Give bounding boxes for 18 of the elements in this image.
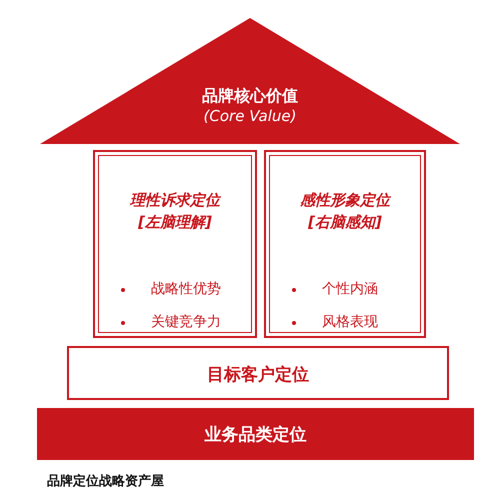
beam-box [67,346,449,400]
pillar-box [93,150,257,338]
pillar-heading: 感性形象定位 [300,191,390,210]
pillar-subheading: [右脑感知] [308,213,382,232]
roof-subtitle: (Core Value) [204,107,296,125]
caption: 品牌定位战略资产屋 [47,474,164,489]
beam-label: 目标客户定位 [207,364,309,386]
bullet-item: 个性内涵 [322,280,378,298]
roof-triangle [40,18,460,144]
bullet-item: 风格表现 [322,313,378,331]
pillar-heading: 理性诉求定位 [130,191,220,210]
bullet-item: 战略性优势 [151,280,221,298]
roof-title: 品牌核心价值 [202,86,298,107]
foundation-label: 业务品类定位 [204,424,306,446]
pillar-subheading: [左脑理解] [138,213,212,232]
bullet-item: 关键竞争力 [151,313,221,331]
foundation-bar [37,408,474,460]
pillar-box [264,150,426,338]
